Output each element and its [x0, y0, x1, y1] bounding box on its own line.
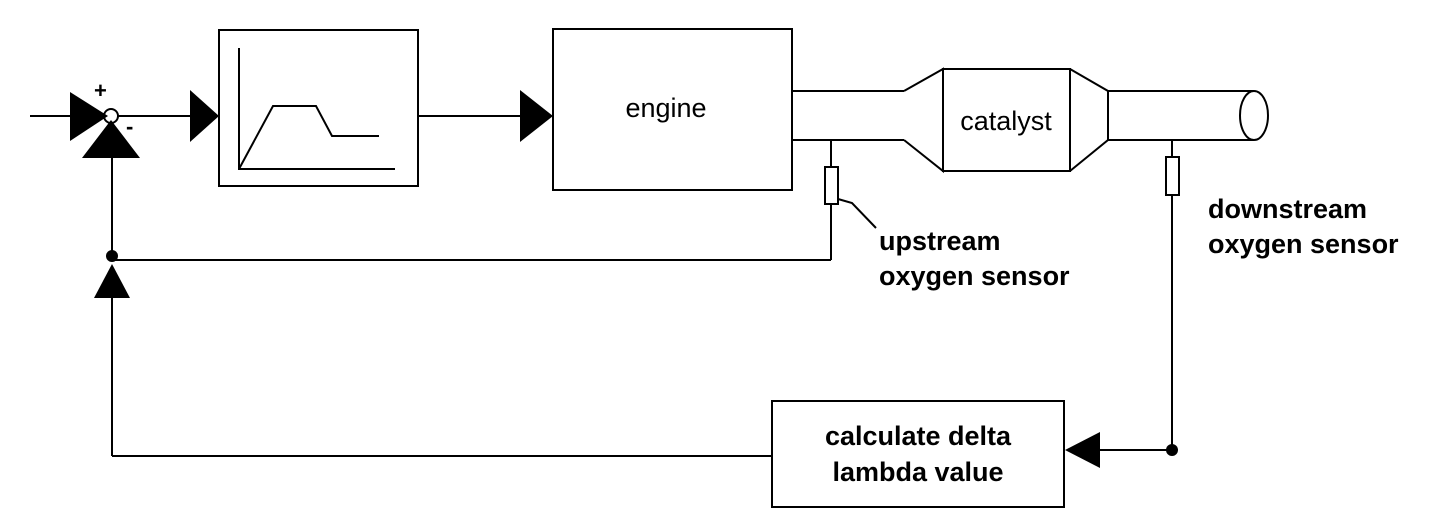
plus-sign: +	[94, 78, 107, 103]
upstream-sensor	[824, 166, 839, 205]
engine-label: engine	[625, 93, 706, 123]
tailpipe-end	[1239, 90, 1269, 141]
calc-block	[771, 400, 1065, 508]
feedback-junction-dot	[106, 250, 118, 262]
arrowhead-to-calc-block	[1065, 432, 1100, 468]
calc-block-label-line1: calculate delta	[825, 421, 1012, 451]
arrowhead-to-profile	[190, 90, 219, 142]
downstream-junction-dot	[1166, 444, 1178, 456]
arrowhead-feedback-merge	[94, 264, 130, 298]
downstream-sensor	[1165, 156, 1180, 196]
catalyst-left-cone	[903, 67, 944, 174]
downstream-sensor-label-line2: oxygen sensor	[1208, 229, 1399, 259]
engine-block	[552, 28, 793, 191]
catalyst-block	[942, 68, 1071, 172]
arrowhead-to-engine	[520, 90, 553, 142]
upstream-sensor-label-line2: oxygen sensor	[879, 261, 1070, 291]
catalyst-right-cone	[1069, 68, 1109, 172]
profile-curve	[238, 105, 379, 170]
upstream-sensor-leader	[837, 198, 877, 229]
minus-sign: -	[126, 114, 133, 139]
catalyst-label: catalyst	[960, 106, 1052, 136]
upstream-sensor-label-line1: upstream	[879, 226, 1001, 256]
arrowhead-input	[70, 92, 108, 141]
downstream-sensor-label-line1: downstream	[1208, 194, 1367, 224]
calc-block-label-line2: lambda value	[832, 457, 1003, 487]
profile-block	[218, 29, 419, 187]
arrowhead-feedback-to-junction	[82, 120, 140, 158]
